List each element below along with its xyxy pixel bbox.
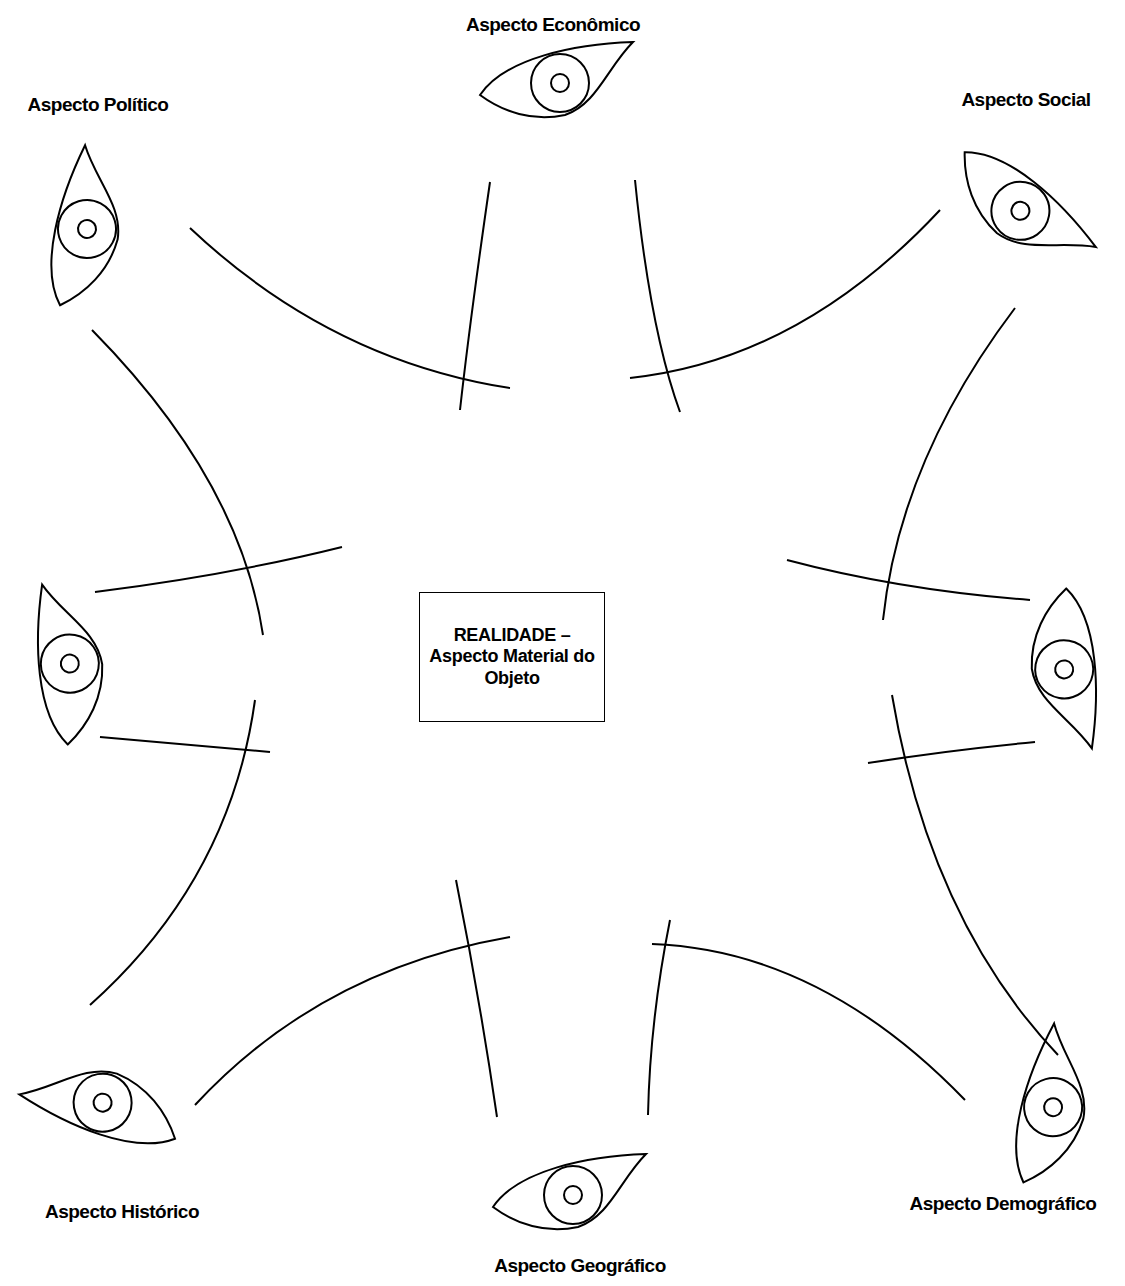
- box-text: REALIDADE – Aspecto Material do Objeto: [428, 625, 596, 690]
- aspect-label: Aspecto Histórico: [43, 1201, 201, 1223]
- aspect-label: Aspecto Político: [26, 94, 171, 116]
- reality-box: REALIDADE – Aspecto Material do Objeto: [419, 592, 605, 722]
- aspect-label: Aspecto Demográfico: [908, 1193, 1099, 1215]
- aspect-label: Aspecto Geográfico: [492, 1255, 668, 1277]
- aspect-label: Aspecto Econômico: [464, 14, 642, 36]
- aspect-label: Aspecto Social: [959, 89, 1092, 111]
